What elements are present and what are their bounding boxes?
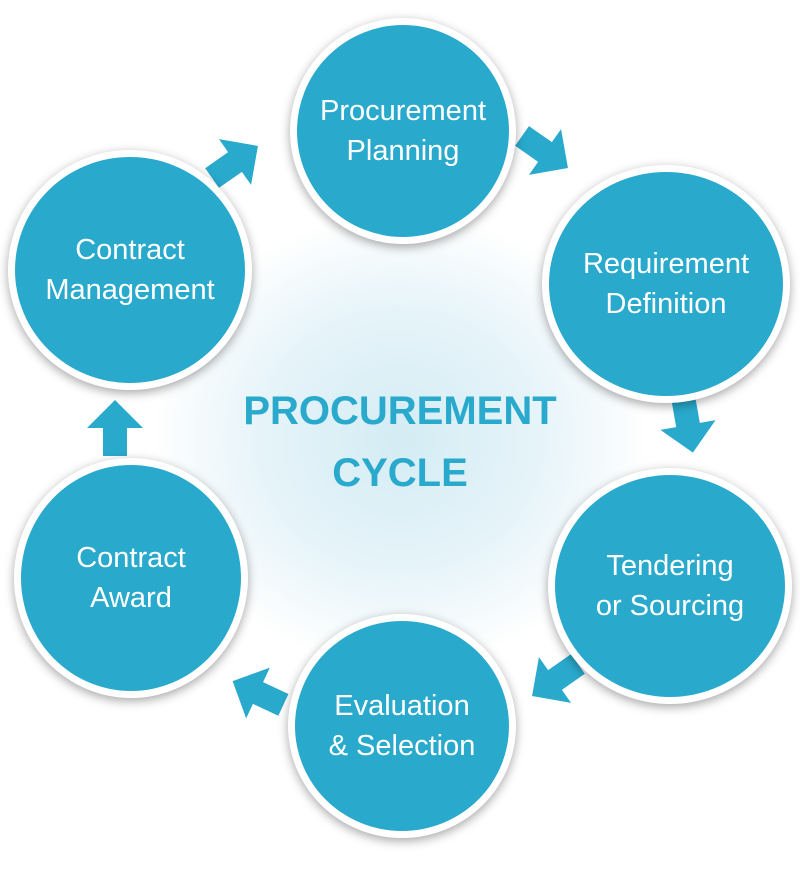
stage-contract-management: Contract Management (8, 150, 252, 390)
arrow-icon (220, 655, 296, 731)
arrow-icon (87, 400, 143, 456)
stage-label: Evaluation & Selection (328, 690, 476, 762)
stage-evaluation-selection: Evaluation & Selection (288, 614, 516, 838)
stage-label: Procurement Planning (319, 95, 486, 167)
arrow-icon (506, 113, 584, 191)
stage-label: Contract Management (45, 234, 215, 306)
stage-procurement-planning: Procurement Planning (290, 18, 516, 244)
stage-requirement-definition: Requirement Definition (542, 165, 790, 403)
stage-label: Requirement Definition (582, 248, 750, 320)
stage-tendering-sourcing: Tendering or Sourcing (548, 468, 792, 704)
stage-contract-award: Contract Award (14, 458, 248, 698)
cycle-title: PROCUREMENT CYCLE (243, 389, 557, 495)
stage-label: Contract Award (76, 542, 186, 614)
stage-label: Tendering or Sourcing (595, 550, 745, 622)
